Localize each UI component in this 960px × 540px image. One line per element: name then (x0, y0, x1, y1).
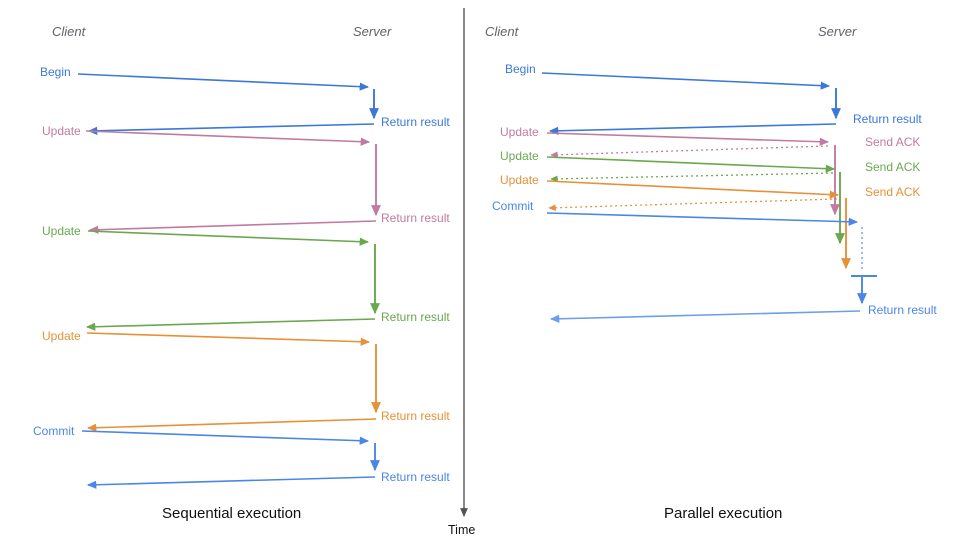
seq-update2-flow (85, 230, 380, 331)
par-begin-label: Begin (505, 62, 536, 76)
seq-commit-return-label: Return result (381, 470, 450, 484)
par-update1-label: Update (500, 125, 539, 139)
par-server-header: Server (818, 24, 857, 39)
seq-update1-flow (85, 130, 381, 234)
par-begin-flow (541, 72, 841, 135)
par-update2-flow (546, 156, 845, 245)
par-update3-label: Update (500, 173, 539, 187)
par-commit-label: Commit (492, 199, 534, 213)
par-commit-return-label: Return result (868, 303, 937, 317)
par-client-header: Client (485, 24, 519, 39)
seq-begin-flow (77, 73, 379, 135)
par-update1-ack-label: Send ACK (865, 135, 921, 149)
par-update2-label: Update (500, 149, 539, 163)
time-axis-label: Time (448, 523, 476, 537)
seq-server-header: Server (353, 24, 392, 39)
seq-update1-label: Update (42, 124, 81, 138)
seq-update3-label: Update (42, 329, 81, 343)
seq-begin-label: Begin (40, 65, 71, 79)
seq-update3-return-label: Return result (381, 409, 450, 423)
seq-client-header: Client (52, 24, 86, 39)
par-update3-flow (546, 180, 851, 270)
parallel-caption: Parallel execution (664, 505, 783, 522)
par-commit-flow (546, 212, 877, 323)
par-update3-ack-label: Send ACK (865, 185, 921, 199)
seq-update3-flow (86, 332, 381, 432)
seq-begin-return-label: Return result (381, 115, 450, 129)
seq-commit-label: Commit (33, 424, 75, 438)
seq-update2-return-label: Return result (381, 310, 450, 324)
par-begin-return-label: Return result (853, 112, 922, 126)
seq-update2-label: Update (42, 224, 81, 238)
sequential-caption: Sequential execution (162, 505, 302, 522)
seq-commit-flow (81, 430, 380, 489)
seq-update1-return-label: Return result (381, 211, 450, 225)
par-update1-flow (546, 132, 840, 216)
par-update2-ack-label: Send ACK (865, 160, 921, 174)
